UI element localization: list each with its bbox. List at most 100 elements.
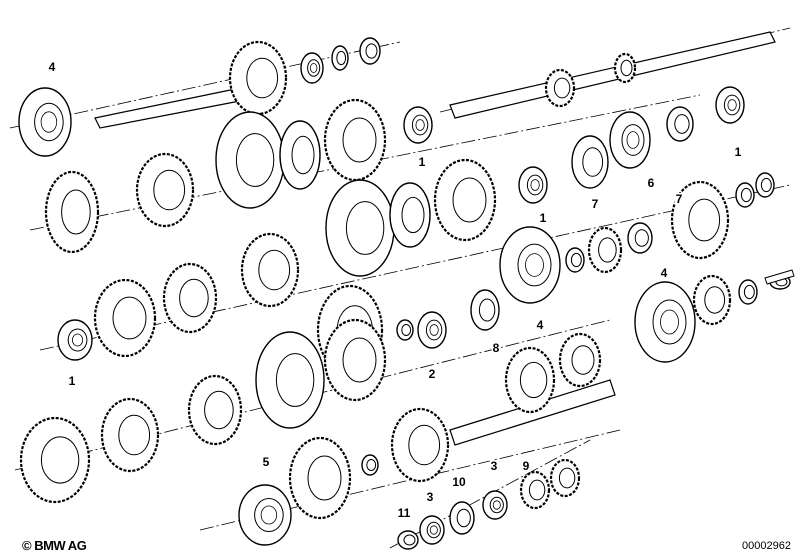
gear-bore (598, 237, 617, 263)
ring-bore (365, 43, 378, 59)
ring-bore (336, 50, 347, 66)
gear (613, 52, 637, 84)
bearing-bore (489, 496, 504, 514)
bearing-bore (652, 299, 687, 345)
ring (389, 182, 431, 248)
ring-bore (674, 114, 690, 134)
ring (359, 37, 381, 65)
part-label: 3 (489, 459, 499, 473)
part-label: 4 (47, 60, 57, 74)
ring (755, 172, 775, 198)
ring-bore (403, 534, 416, 546)
ring-bore (456, 508, 471, 528)
ring (449, 501, 475, 535)
part-label: 6 (646, 176, 656, 190)
input-shaft (94, 87, 246, 129)
part-label: 3 (425, 490, 435, 504)
ring-bore (760, 177, 772, 193)
ring-bore (478, 298, 496, 322)
part-label: 8 (491, 341, 501, 355)
gear-bore (153, 169, 186, 211)
gear (100, 397, 160, 473)
gear-bore (688, 198, 721, 242)
part-label: 5 (261, 455, 271, 469)
part-label: 9 (521, 459, 531, 473)
main-shaft (449, 31, 776, 119)
bearing-bore (254, 498, 284, 532)
part-label: 4 (535, 318, 545, 332)
part-label: 7 (590, 197, 600, 211)
bolt (764, 269, 795, 285)
ring (571, 135, 609, 189)
gear (135, 152, 195, 228)
part-label: 1 (733, 145, 743, 159)
gear (670, 180, 730, 260)
ring (666, 106, 694, 142)
gear (162, 262, 218, 334)
ring-bore (401, 324, 412, 336)
gear-bore (558, 467, 576, 489)
gear-bore (571, 345, 595, 375)
gear-bore (519, 361, 548, 399)
part-label: 1 (67, 374, 77, 388)
bearing-bore (426, 521, 441, 539)
ring (279, 120, 321, 190)
bearing-inner-race (525, 253, 544, 277)
gear (558, 332, 602, 388)
ring (565, 247, 585, 273)
ring (735, 182, 755, 208)
gear (504, 346, 556, 414)
gear-bore (61, 189, 91, 235)
bearing-inner-race (40, 111, 58, 133)
part-label: 4 (659, 266, 669, 280)
gear (692, 274, 732, 326)
bearing-inner-race (530, 179, 540, 191)
bearing-inner-race (492, 500, 501, 510)
bearing-inner-race (727, 99, 737, 111)
gear-bore (112, 296, 147, 340)
gear-bore (553, 77, 571, 99)
gear (240, 232, 300, 308)
part-label: 1 (417, 155, 427, 169)
axis-line (39, 184, 791, 351)
bearing-inner-race (309, 63, 318, 73)
ring-bore (275, 353, 315, 407)
bearing-inner-race (72, 333, 84, 347)
gear (93, 278, 157, 358)
ring-bore (740, 187, 752, 203)
gear-bore (342, 337, 377, 383)
bearing-inner-race (660, 309, 679, 335)
ring (470, 289, 500, 331)
gear-bore (408, 424, 441, 466)
bearing-bore (517, 243, 552, 287)
gear-bore (704, 286, 726, 314)
part-label: 10 (451, 475, 467, 489)
bearing-bore (621, 124, 645, 156)
bearing-bore (526, 174, 544, 196)
bearing-inner-race (429, 525, 438, 535)
gear-bore (179, 278, 209, 318)
gear (323, 318, 387, 402)
bearing-bore (34, 102, 64, 142)
ring (738, 279, 758, 305)
ring (331, 45, 349, 71)
part-label: 7 (674, 192, 684, 206)
gear-bore (258, 249, 291, 291)
gear-bore (452, 177, 487, 223)
ring-bore (401, 196, 425, 234)
gear-bore (528, 479, 546, 501)
part-label: 11 (396, 506, 412, 520)
gear-bore (118, 414, 151, 456)
bearing-inner-race (626, 131, 640, 149)
gear-bore (620, 59, 633, 77)
bearing-bore (425, 319, 443, 341)
gear-bore (342, 117, 377, 163)
part-label: 1 (538, 211, 548, 225)
ring (396, 319, 414, 341)
gear (390, 407, 450, 483)
bearing-bore (307, 59, 321, 77)
gear (187, 374, 243, 446)
gear (587, 226, 623, 274)
